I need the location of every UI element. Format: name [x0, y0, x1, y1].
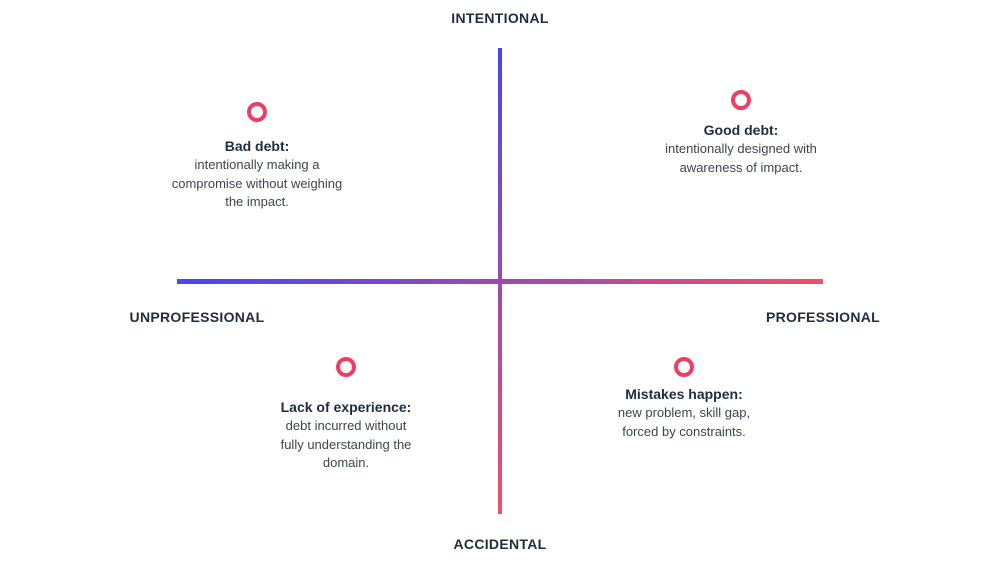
quadrant-desc: compromise without weighing	[171, 175, 343, 191]
quadrant-desc: debt incurred without	[285, 418, 407, 433]
axis-label-intentional: INTENTIONAL	[451, 10, 549, 26]
quadrant-desc: domain.	[322, 455, 370, 470]
quadrant-desc: forced by constraints.	[622, 423, 746, 439]
horizontal-axis	[177, 279, 823, 284]
quadrant-desc: awareness of impact.	[679, 159, 803, 175]
quadrant-desc: new problem, skill gap,	[617, 405, 751, 420]
quadrant-good-debt: Good debt: intentionally designed with a…	[621, 121, 861, 177]
quadrant-title: Good debt:	[703, 122, 779, 138]
quadrant-title: Bad debt:	[224, 138, 290, 154]
quadrant-marker-icon	[731, 90, 751, 110]
quadrant-marker-icon	[674, 357, 694, 377]
axis-label-unprofessional: UNPROFESSIONAL	[129, 309, 265, 325]
quadrant-desc: fully understanding the	[280, 436, 412, 452]
axis-label-accidental: ACCIDENTAL	[453, 536, 547, 552]
quadrant-desc: intentionally designed with	[665, 141, 817, 156]
quadrant-bad-debt: Bad debt: intentionally making a comprom…	[137, 137, 377, 212]
quadrant-desc: intentionally making a	[194, 157, 320, 172]
quadrant-title: Lack of experience:	[280, 399, 412, 415]
quadrant-lack-of-experience: Lack of experience: debt incurred withou…	[226, 398, 466, 473]
axis-label-professional: PROFESSIONAL	[765, 309, 881, 325]
quadrant-marker-icon	[247, 102, 267, 122]
quadrant-desc: the impact.	[225, 194, 289, 209]
quadrant-mistakes-happen: Mistakes happen: new problem, skill gap,…	[564, 385, 804, 441]
quadrant-marker-icon	[336, 357, 356, 377]
quadrant-title: Mistakes happen:	[625, 386, 743, 402]
